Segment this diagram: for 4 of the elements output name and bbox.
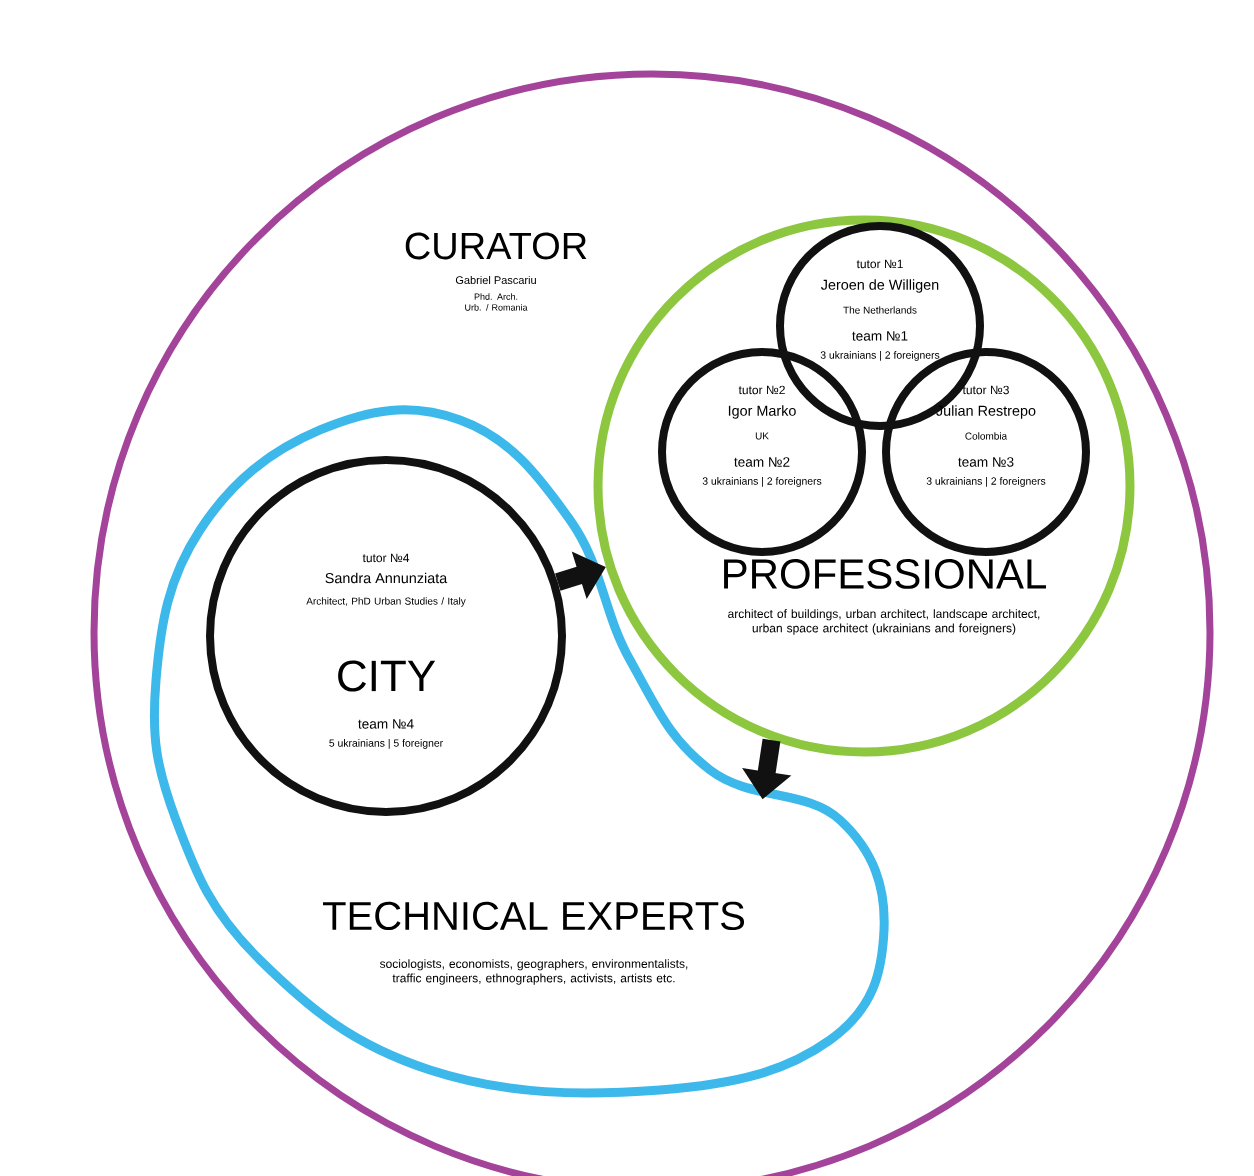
heading: TECHNICAL EXPERTS (323, 901, 745, 931)
heading: CURATOR (405, 232, 587, 260)
heading: CITY (338, 660, 436, 692)
heading: PROFESSIONAL (724, 559, 1046, 589)
